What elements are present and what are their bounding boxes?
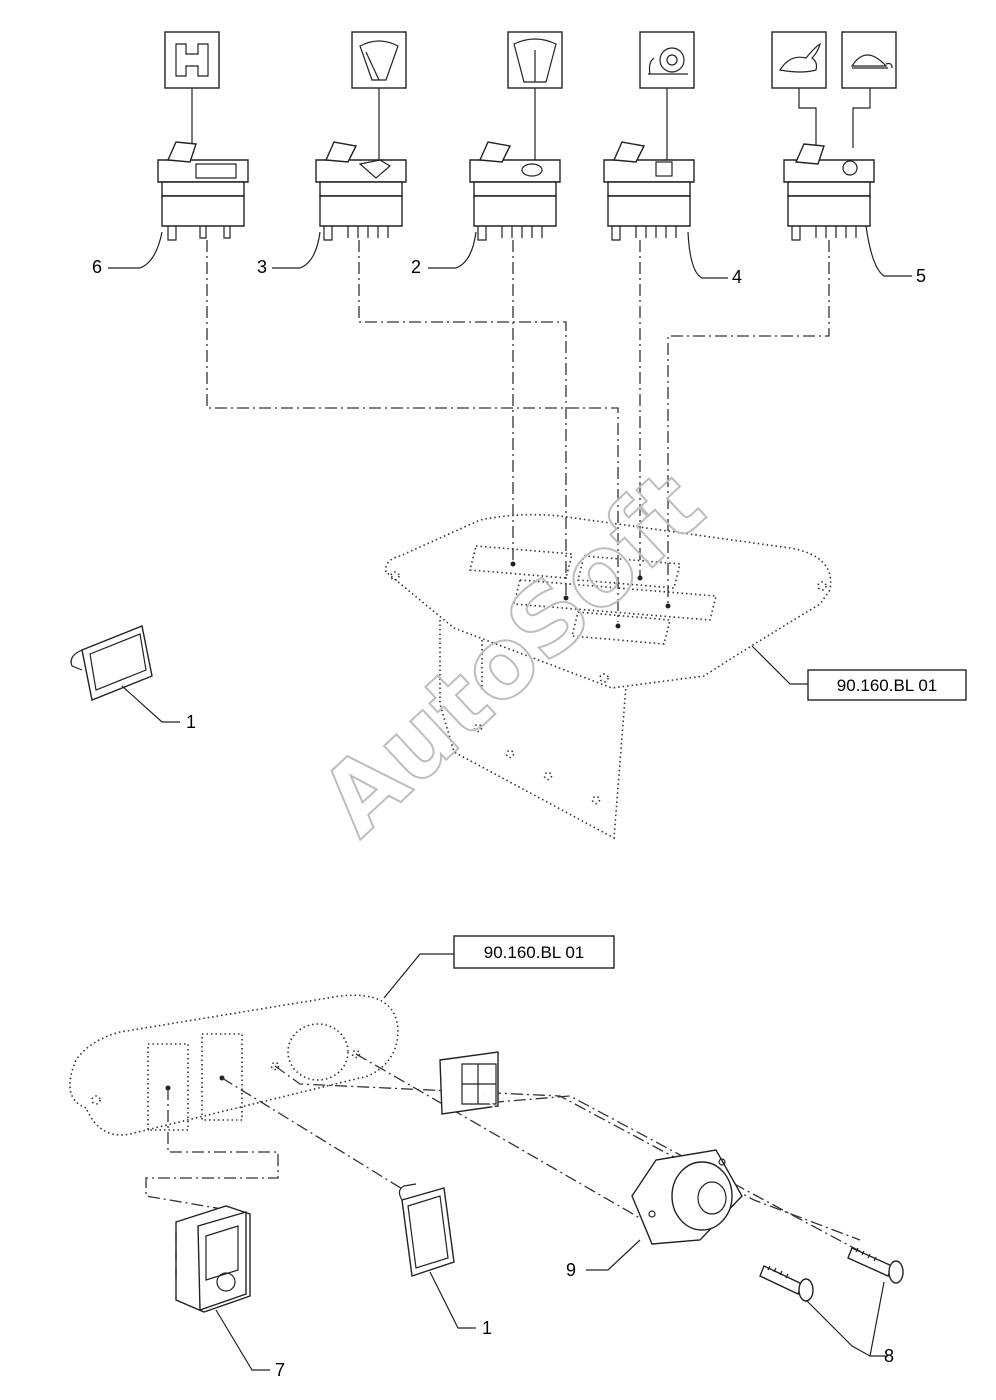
rotary-sensor-9 <box>631 1149 743 1245</box>
front-wiper-icon <box>351 31 407 165</box>
rocker-switch-2 <box>469 141 561 241</box>
rabbit-fast-icon <box>771 31 827 148</box>
watermark: AutoSoft <box>299 449 724 856</box>
rocker-switch-3 <box>315 141 407 241</box>
callout-1: 1 <box>186 712 196 732</box>
screw-a <box>759 1265 814 1302</box>
slow-speed-snail-icon <box>639 31 695 165</box>
lower-switch-panel <box>69 994 399 1136</box>
callout-7: 7 <box>275 1360 285 1380</box>
connector-plug <box>439 1051 499 1115</box>
callout-4: 4 <box>732 267 742 287</box>
turtle-slow-icon <box>841 31 897 148</box>
reference-label-top: 90.160.BL 01 <box>837 676 938 695</box>
rear-wiper-icon <box>507 31 563 165</box>
four-wheel-drive-icon <box>164 31 220 148</box>
indicator-lamp-top <box>70 625 153 701</box>
callout-2: 2 <box>411 257 421 277</box>
callout-1-lower: 1 <box>482 1318 492 1338</box>
upper-switch-panel <box>384 513 832 840</box>
callout-8: 8 <box>884 1346 894 1366</box>
rocker-switch-6 <box>157 141 249 241</box>
callout-6: 6 <box>92 257 102 277</box>
callout-5: 5 <box>916 266 926 286</box>
reference-label-bottom: 90.160.BL 01 <box>484 943 585 962</box>
rocker-switch-5 <box>783 143 875 241</box>
screw-b <box>847 1247 904 1284</box>
indicator-lamp-bottom <box>398 1183 455 1277</box>
rocker-switch-4 <box>603 141 695 241</box>
reference-box-bottom: 90.160.BL 01 <box>453 935 615 969</box>
reference-box-top: 90.160.BL 01 <box>807 669 967 701</box>
callout-9: 9 <box>566 1260 576 1280</box>
callout-3: 3 <box>257 257 267 277</box>
rocker-switch-7 <box>175 1205 251 1313</box>
